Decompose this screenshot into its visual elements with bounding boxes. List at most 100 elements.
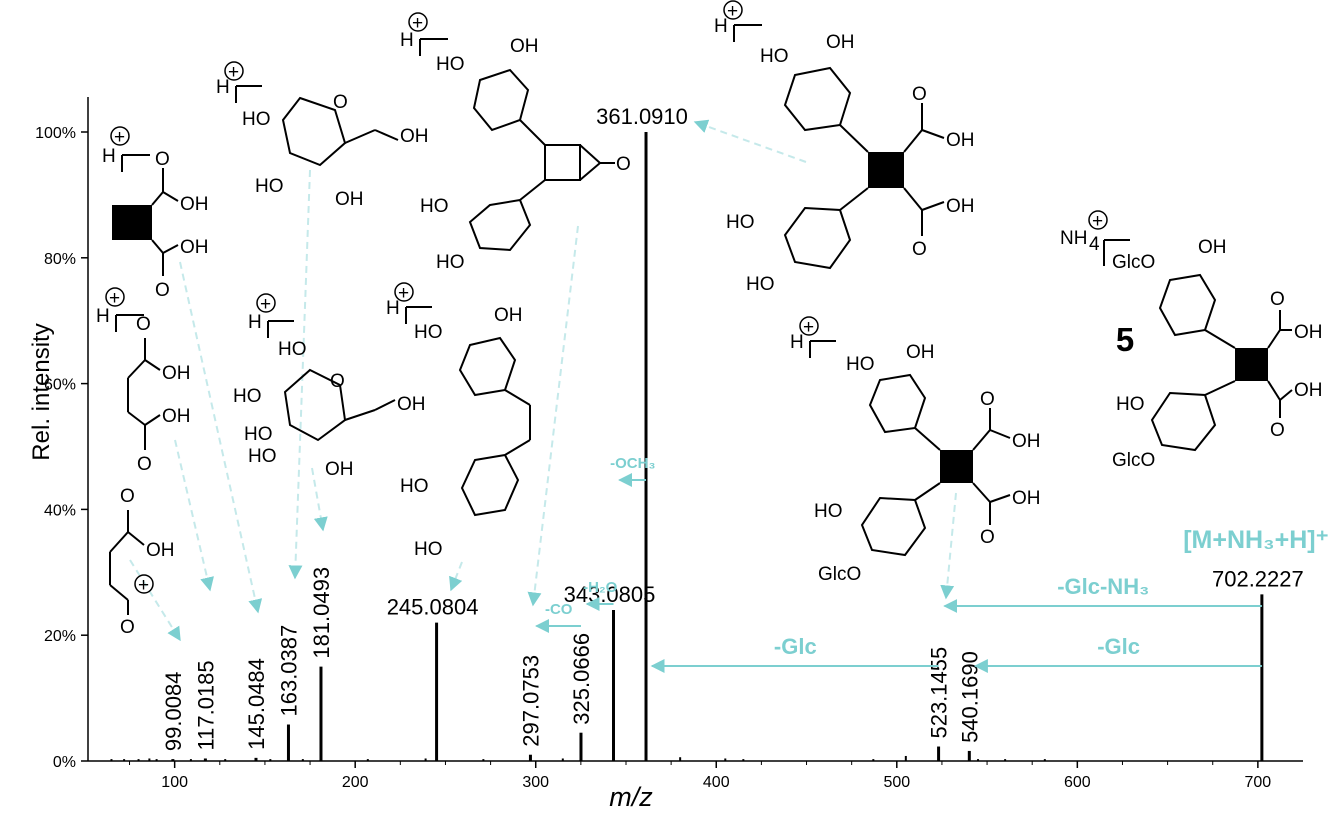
svg-text:+: + xyxy=(260,294,271,315)
svg-text:HO: HO xyxy=(278,339,307,360)
svg-text:O: O xyxy=(616,154,631,175)
svg-text:O: O xyxy=(333,92,348,113)
svg-text:OH: OH xyxy=(180,194,209,215)
structure-stilbene: H + HO OH HO HO xyxy=(386,282,531,560)
y-tick-label: 80% xyxy=(44,251,76,268)
svg-text:H: H xyxy=(216,77,230,98)
y-tick-label: 0% xyxy=(53,754,76,771)
loss-arrows: -Glc-NH₃-Glc-Glc-OCH₃-H₂O-CO xyxy=(535,455,1262,673)
svg-text:H: H xyxy=(96,306,110,327)
svg-text:OH: OH xyxy=(162,406,191,427)
svg-text:H: H xyxy=(714,16,728,37)
svg-text:O: O xyxy=(120,617,135,638)
svg-text:HO: HO xyxy=(760,46,789,67)
svg-text:OH: OH xyxy=(946,130,975,151)
svg-text:GlcO: GlcO xyxy=(818,564,861,585)
loss-label: -Glc-NH₃ xyxy=(1057,574,1149,599)
svg-text:O: O xyxy=(155,280,170,301)
svg-text:H: H xyxy=(248,312,262,333)
svg-text:OH: OH xyxy=(1012,488,1041,509)
svg-text:H: H xyxy=(386,298,400,319)
svg-text:+: + xyxy=(109,288,120,309)
svg-text:+: + xyxy=(803,317,814,338)
svg-text:OH: OH xyxy=(494,305,523,326)
loss-label: -Glc xyxy=(1097,634,1140,659)
structure-glucose: H + HO O HO HO HO OH OH xyxy=(233,293,426,480)
svg-text:O: O xyxy=(330,371,345,392)
svg-text:+: + xyxy=(138,575,149,596)
svg-text:HO: HO xyxy=(436,252,465,273)
structure-maleic-acid: H + O OH OH O xyxy=(96,287,191,475)
peak-label: 325.0666 xyxy=(569,633,594,725)
peak-label: 343.0805 xyxy=(564,582,656,607)
assignment-arrows xyxy=(129,119,957,642)
y-ticks: 0%20%40%60%80%100% xyxy=(35,125,88,771)
svg-text:OH: OH xyxy=(1294,380,1323,401)
y-axis-label: Rel. intensity xyxy=(28,323,55,460)
minor-peaks xyxy=(110,755,1046,761)
svg-text:OH: OH xyxy=(180,237,209,258)
svg-text:OH: OH xyxy=(510,36,539,57)
svg-text:OH: OH xyxy=(1294,322,1323,343)
svg-text:O: O xyxy=(1270,420,1285,441)
svg-text:HO: HO xyxy=(242,109,271,130)
svg-text:H: H xyxy=(400,30,414,51)
svg-text:OH: OH xyxy=(1198,237,1227,258)
x-tick-label: 400 xyxy=(703,774,730,791)
svg-text:HO: HO xyxy=(814,501,843,522)
svg-text:HO: HO xyxy=(1116,394,1145,415)
svg-text:GlcO: GlcO xyxy=(1112,252,1155,273)
peak-label: 163.0387 xyxy=(276,625,301,717)
structure-cyclobutane-diacid: H + O OH O OH xyxy=(102,126,209,301)
svg-text:+: + xyxy=(398,283,409,304)
peak-label: 702.2227 xyxy=(1212,566,1304,591)
svg-text:OH: OH xyxy=(162,363,191,384)
svg-text:O: O xyxy=(980,389,995,410)
svg-text:OH: OH xyxy=(1012,431,1041,452)
svg-text:HO: HO xyxy=(233,386,262,407)
x-tick-label: 600 xyxy=(1064,774,1091,791)
svg-text:+: + xyxy=(228,62,239,83)
svg-text:HO: HO xyxy=(414,322,443,343)
svg-text:HO: HO xyxy=(436,54,465,75)
structure-glycal: H + O HO HO OH OH xyxy=(216,61,429,210)
svg-text:O: O xyxy=(120,486,135,507)
x-tick-label: 700 xyxy=(1245,774,1272,791)
svg-text:H: H xyxy=(102,146,116,167)
x-tick-label: 100 xyxy=(161,774,188,791)
svg-text:O: O xyxy=(1270,289,1285,310)
svg-text:O: O xyxy=(980,527,995,548)
y-tick-label: 40% xyxy=(44,502,76,519)
x-axis-label: m/z xyxy=(609,782,653,812)
svg-text:+: + xyxy=(727,1,738,22)
svg-text:H: H xyxy=(790,332,804,353)
svg-text:HO: HO xyxy=(248,446,277,467)
svg-text:O: O xyxy=(912,84,927,105)
structure-cyclobutenone: H + HO OH O HO HO xyxy=(400,12,631,273)
svg-text:+: + xyxy=(1092,211,1103,232)
peak-label: 99.0084 xyxy=(161,672,186,752)
y-tick-label: 60% xyxy=(44,377,76,394)
structure-compound-5: NH 4 + GlcO OH O OH OH O HO GlcO xyxy=(1060,210,1323,471)
peak-label: 361.0910 xyxy=(596,104,688,129)
svg-text:O: O xyxy=(136,314,151,335)
peak-label: 297.0753 xyxy=(518,655,543,747)
structure-dicarboxylic-dimer: H + HO OH O OH OH O HO HO xyxy=(714,0,975,295)
svg-text:HO: HO xyxy=(255,176,284,197)
svg-text:4: 4 xyxy=(1089,234,1100,255)
svg-text:O: O xyxy=(137,454,152,475)
svg-text:OH: OH xyxy=(335,189,364,210)
peak-label: 523.1455 xyxy=(927,647,952,739)
svg-text:HO: HO xyxy=(726,212,755,233)
structure-acylium: O OH O + xyxy=(109,486,175,638)
major-peaks xyxy=(171,132,1264,761)
fragment-structures: H + O OH O OH H + O OH OH xyxy=(96,0,1323,638)
x-tick-label: 300 xyxy=(522,774,549,791)
y-tick-label: 100% xyxy=(35,125,76,142)
svg-text:OH: OH xyxy=(946,196,975,217)
peak-label: 145.0484 xyxy=(244,658,269,750)
svg-text:HO: HO xyxy=(400,476,429,497)
peak-label: 117.0185 xyxy=(193,660,218,750)
